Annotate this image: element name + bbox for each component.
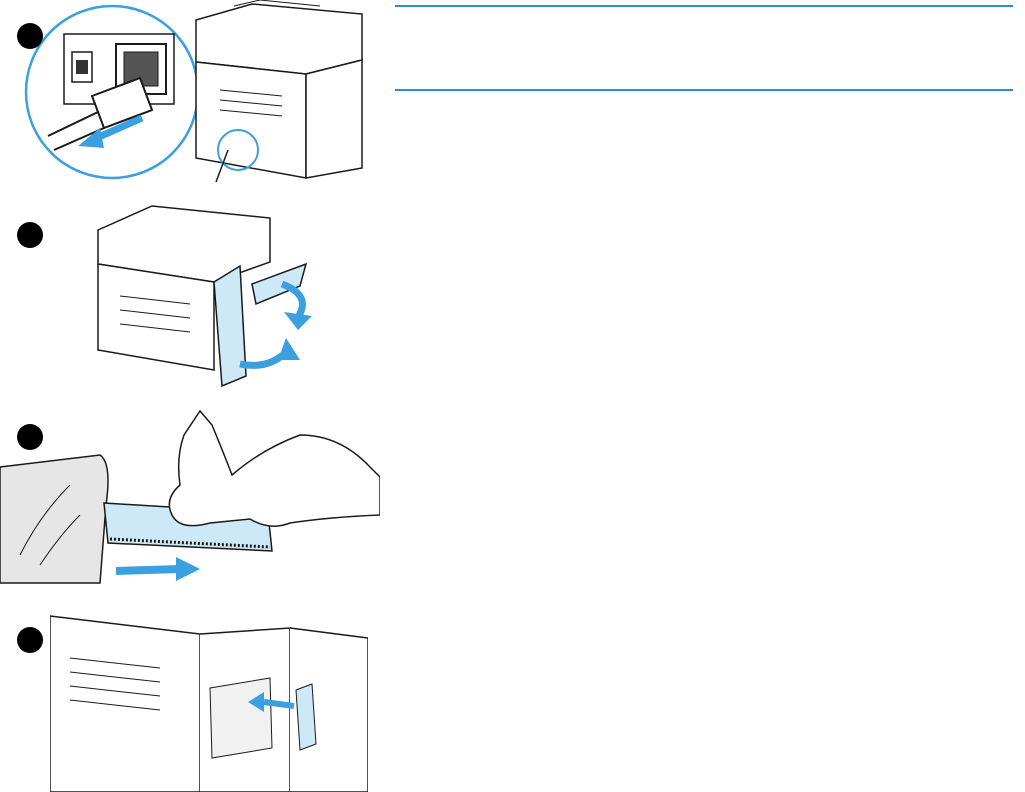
step-1-number-badge [17,23,43,49]
step-3-number-badge [17,424,43,450]
note-text [395,14,1013,84]
step-2-number-badge [17,222,43,248]
unplug-power-cord-icon [20,0,380,185]
step-4-number-badge [17,627,43,653]
step-3-remove-dimm-illustration [0,405,380,590]
note-top-rule [395,5,1013,7]
note-bottom-rule [395,89,1013,91]
step-2-open-door-illustration [90,200,330,390]
insert-dimm-icon [50,598,368,792]
open-side-door-icon [90,200,330,390]
step-1-unplug-illustration [20,0,380,185]
step-4-insert-dimm-illustration [50,598,368,792]
remove-dimm-from-bag-icon [0,405,380,590]
